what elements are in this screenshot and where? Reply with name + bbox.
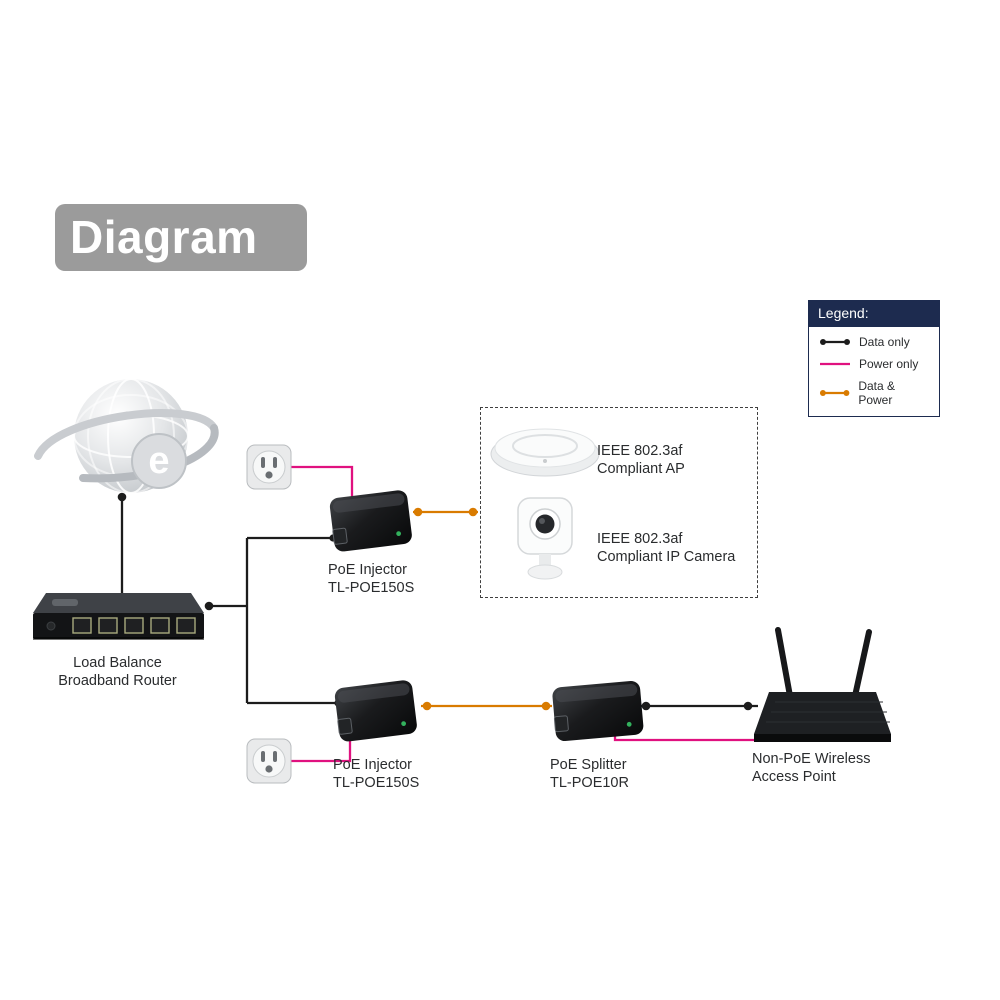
svg-text:e: e (148, 440, 169, 482)
ceiling-ap-device (487, 420, 603, 485)
broadband-router-device (25, 588, 210, 655)
ceiling-ap-graphic (490, 428, 600, 477)
datapower-line-injector1-to-poe-devices (413, 507, 478, 517)
wireless-ap-label: Non-PoE Wireless Access Point (752, 750, 870, 786)
poe-injector1-label-line1: PoE Injector (328, 562, 407, 578)
poe-splitter-device (548, 675, 648, 755)
power-outlet-icon (246, 444, 292, 495)
compliant-ap-label-line2: Compliant AP (597, 461, 685, 477)
wireless-ap-device (735, 622, 900, 749)
compliant-camera-label-line2: Compliant IP Camera (597, 549, 736, 565)
legend-item: Data & Power (817, 379, 931, 407)
compliant-devices-group-box (480, 407, 758, 598)
poe-splitter-graphic (552, 681, 644, 741)
legend-item-label: Data & Power (858, 379, 896, 407)
internet-globe-icon: e (28, 372, 223, 512)
power-line-outlet1-to-injector1 (290, 465, 354, 502)
poe-injector2-label-line2: TL-POE150S (333, 775, 420, 791)
power-only-line-icon (820, 362, 850, 366)
legend: Legend: Data only Power only (808, 300, 940, 417)
datapower-line-injector2-to-splitter (421, 701, 552, 711)
poe-injector1-label-line2: TL-POE150S (328, 580, 415, 596)
wireless-ap-label-line2: Access Point (752, 769, 836, 785)
compliant-ap-label-line1: IEEE 802.3af (597, 443, 683, 459)
router-label: Load Balance Broadband Router (25, 654, 210, 690)
legend-item-label: Data only (859, 335, 910, 349)
router-graphic (33, 593, 204, 640)
wireless-ap-label-line1: Non-PoE Wireless (752, 751, 871, 767)
diagram-title-text: Diagram (70, 211, 258, 263)
poe-splitter-label-line1: PoE Splitter (550, 757, 627, 773)
power-outlet-icon (246, 738, 292, 789)
legend-item-label: Power only (859, 357, 919, 371)
outlet-graphic (246, 444, 292, 490)
data-line-router-to-injectors (204, 534, 342, 707)
poe-injector-graphic (329, 490, 412, 552)
outlet-graphic (246, 738, 292, 784)
router-label-line1: Load Balance (73, 655, 162, 671)
legend-body: Data only Power only Data & Power (809, 327, 939, 416)
poe-injector2-label-line1: PoE Injector (333, 757, 412, 773)
diagram-title: Diagram (55, 204, 307, 271)
data-only-line-icon (820, 339, 850, 345)
compliant-ap-label: IEEE 802.3af Compliant AP (597, 442, 685, 478)
poe-splitter-label: PoE Splitter TL-POE10R (550, 756, 629, 792)
legend-header: Legend: (809, 301, 939, 327)
power-line-outlet2-to-injector2 (290, 738, 352, 763)
router-label-line2: Broadband Router (58, 673, 177, 689)
poe-injector-device (330, 675, 420, 755)
ip-camera-graphic (517, 497, 573, 580)
compliant-camera-label-line1: IEEE 802.3af (597, 531, 683, 547)
poe-injector-device (325, 485, 415, 565)
data-and-power-line-icon (819, 390, 850, 396)
ip-camera-device (513, 496, 577, 589)
wireless-ap-graphic (754, 627, 891, 742)
compliant-camera-label: IEEE 802.3af Compliant IP Camera (597, 530, 735, 566)
poe-injector1-label: PoE Injector TL-POE150S (328, 561, 414, 597)
legend-item: Data only (817, 335, 931, 349)
legend-item: Power only (817, 357, 931, 371)
internet-globe-graphic: e (34, 378, 219, 494)
poe-splitter-label-line2: TL-POE10R (550, 775, 629, 791)
poe-injector-graphic (334, 680, 417, 742)
poe-injector2-label: PoE Injector TL-POE150S (333, 756, 419, 792)
data-line-splitter-to-wireless-ap (640, 701, 758, 711)
